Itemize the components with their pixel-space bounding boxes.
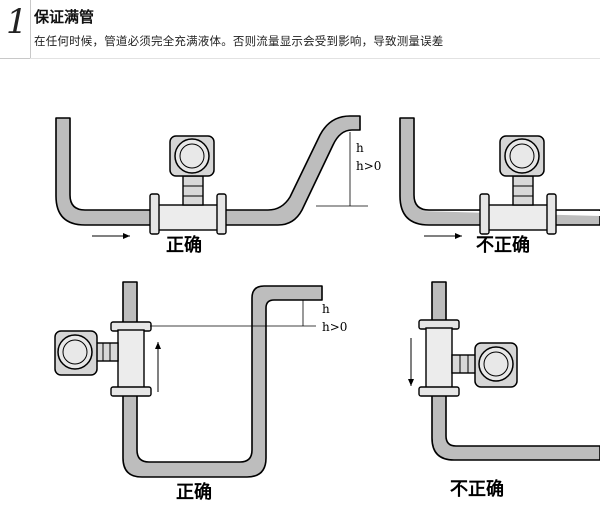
diagram-bottom-left-correct: h h>0 正确	[54, 281, 347, 503]
transmitter-stem	[182, 175, 204, 206]
transmitter-stem	[451, 354, 477, 374]
section-title: 保证满管	[34, 9, 95, 26]
diagram-top-right-incorrect: 不正确	[399, 117, 600, 256]
flange-right	[546, 193, 557, 235]
diagram-label-incorrect: 不正确	[476, 234, 530, 256]
transmitter-stem	[94, 342, 119, 362]
meter-body	[157, 204, 219, 231]
h-condition-label: h>0	[322, 320, 347, 334]
diagram-top-left-correct: h h>0 正确	[55, 115, 381, 256]
meter-body	[425, 327, 453, 389]
h-condition-label: h>0	[356, 159, 381, 173]
h-label: h	[356, 141, 364, 155]
meter-body	[487, 204, 549, 231]
h-label: h	[322, 302, 330, 316]
header: 1 保证满管 在任何时候，管道必须完全充满液体。否则流量显示会受到影响，导致测量…	[0, 0, 600, 62]
diagram-label-correct: 正确	[176, 481, 212, 503]
diagram-bottom-right-incorrect: 不正确	[408, 281, 600, 500]
flange-bottom	[110, 386, 152, 397]
section-number-box: 1	[0, 0, 31, 59]
section-subtitle: 在任何时候，管道必须完全充满液体。否则流量显示会受到影响，导致测量误差	[34, 36, 444, 48]
meter-body	[117, 329, 145, 389]
flange-left	[479, 193, 490, 235]
title-divider	[30, 58, 600, 59]
flange-right	[216, 193, 227, 235]
flange-left	[149, 193, 160, 235]
transmitter-stem	[512, 175, 534, 206]
diagram-label-incorrect: 不正确	[450, 478, 504, 500]
pipe	[122, 281, 323, 478]
flange-bottom	[418, 386, 460, 397]
pipe	[431, 281, 600, 461]
diagram-label-correct: 正确	[166, 234, 202, 256]
section-number: 1	[6, 2, 28, 42]
